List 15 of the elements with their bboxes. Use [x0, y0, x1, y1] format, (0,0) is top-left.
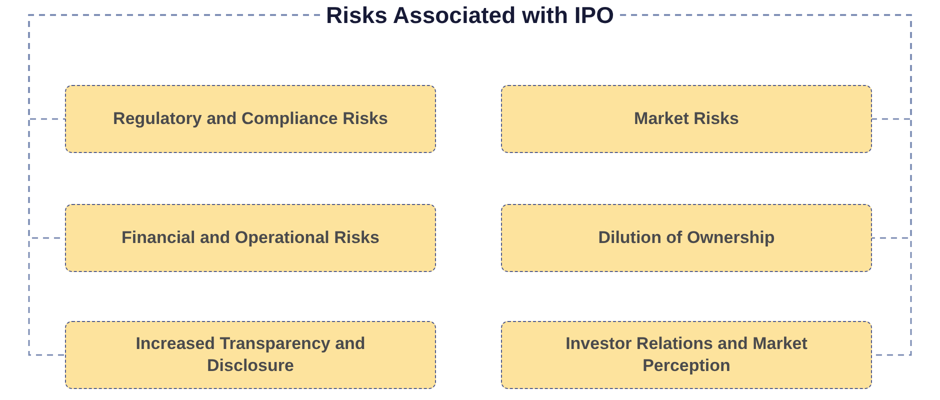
box-label: Regulatory and Compliance Risks: [113, 108, 388, 130]
risk-box: [501, 85, 872, 153]
box-label: Market Risks: [634, 108, 739, 130]
connector-line: [28, 14, 320, 356]
risk-box: [65, 204, 436, 272]
diagram-title: Risks Associated with IPO: [326, 2, 614, 28]
box-label: Dilution of Ownership: [598, 227, 775, 249]
box-label: Increased Transparency and Disclosure: [134, 333, 366, 377]
connector-line: [620, 14, 912, 356]
risk-box: [501, 204, 872, 272]
risk-box: [65, 85, 436, 153]
risk-box: [65, 321, 436, 389]
box-label: Investor Relations and Market Perception: [564, 333, 808, 377]
box-label: Financial and Operational Risks: [122, 227, 380, 249]
risk-box: [501, 321, 872, 389]
